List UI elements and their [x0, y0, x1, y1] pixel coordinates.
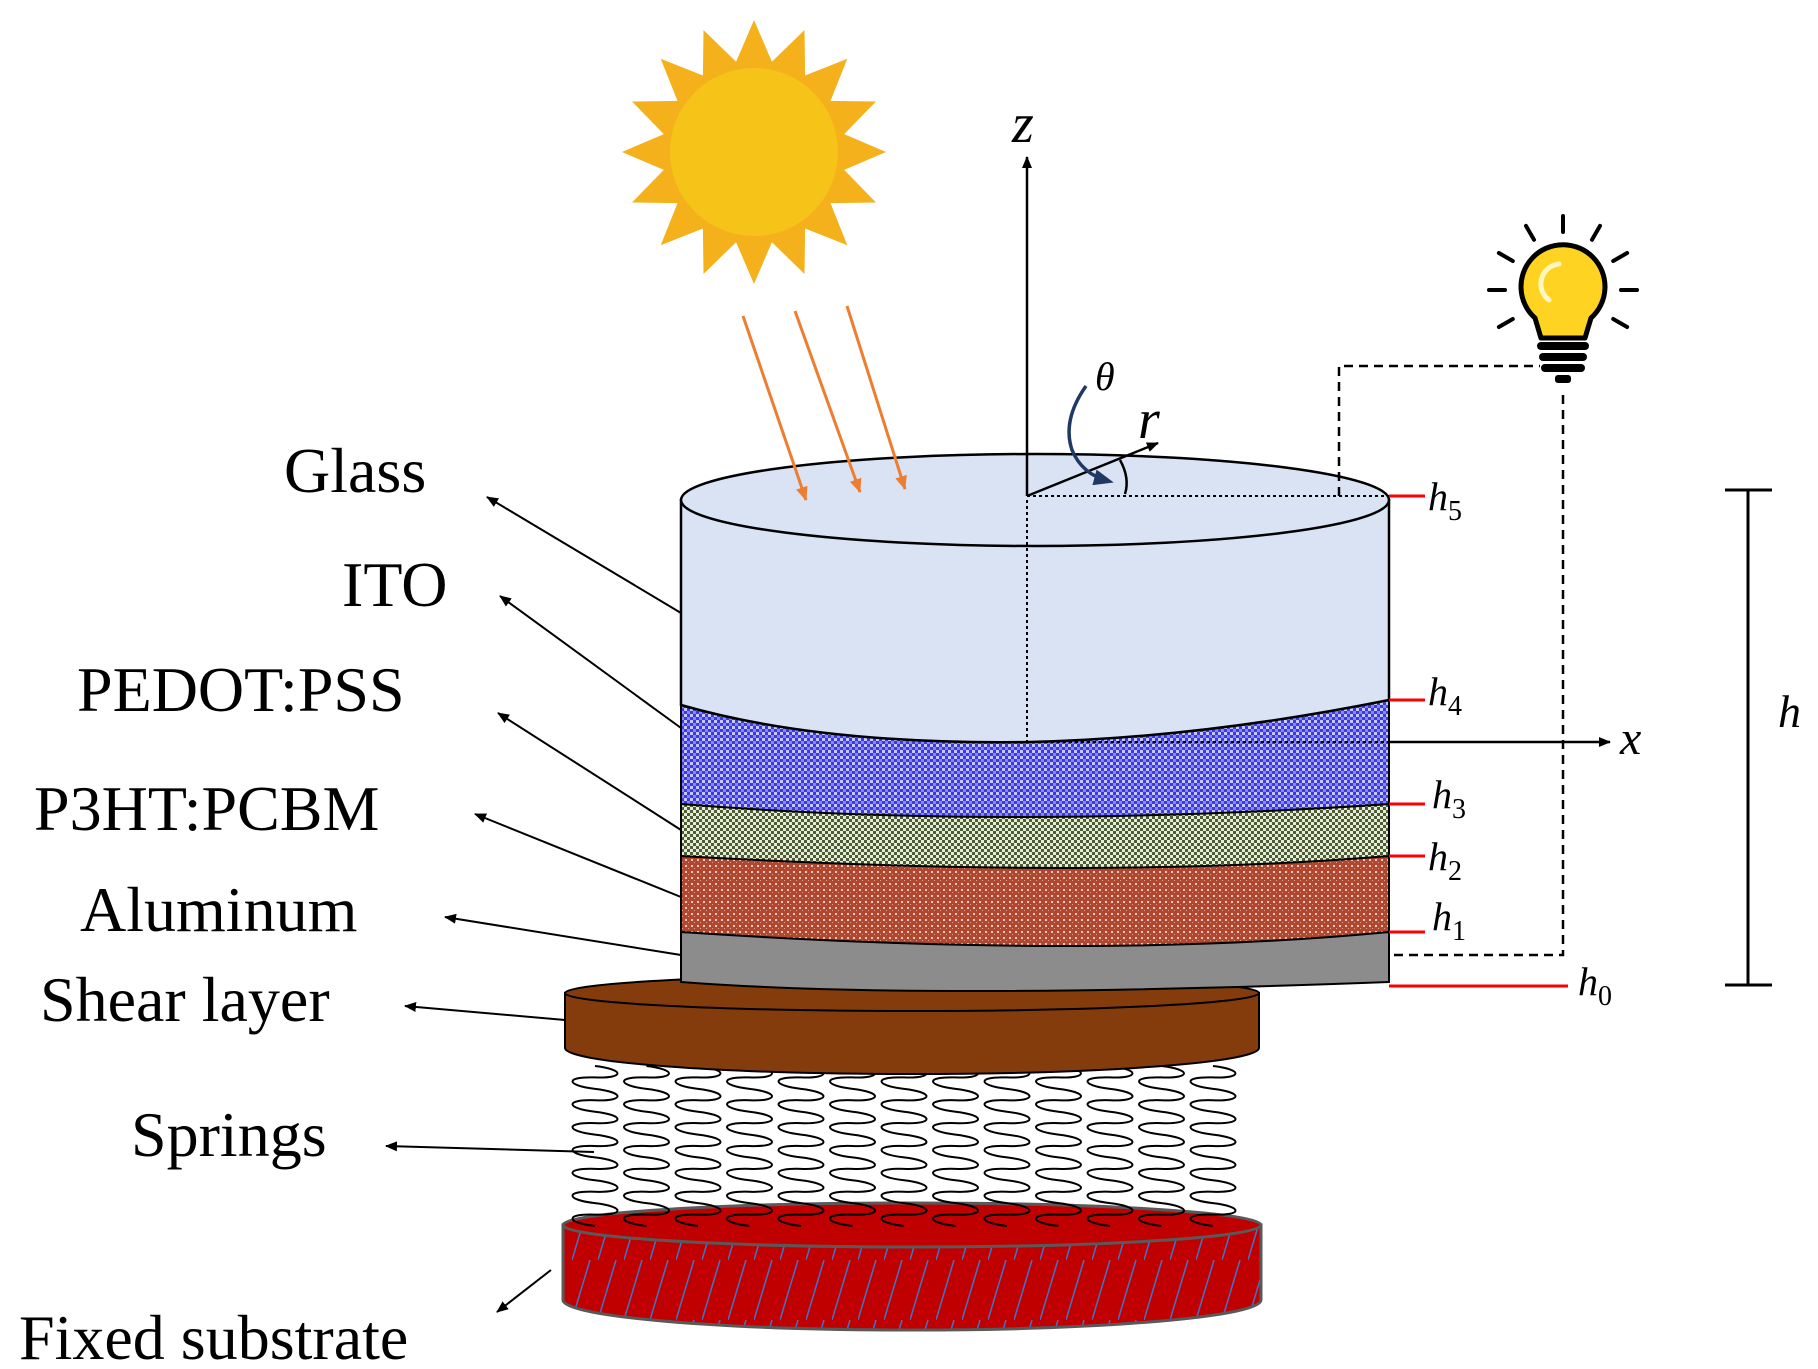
spring: [571, 1065, 619, 1227]
bulb-ray: [1611, 251, 1630, 263]
light-arrows: [741, 305, 907, 501]
spring: [777, 1065, 825, 1227]
sun-icon: [622, 20, 886, 284]
springs: [571, 1065, 1237, 1227]
label-glass: Glass: [284, 435, 426, 506]
bulb-ray: [1496, 317, 1515, 329]
height-label-h2: h2: [1428, 834, 1462, 887]
total-height-bracket: [1725, 488, 1772, 987]
theta-arc: [1118, 459, 1128, 495]
spring: [674, 1065, 722, 1227]
spring: [880, 1065, 928, 1227]
label-aluminum: Aluminum: [80, 874, 357, 945]
external-circuit: [1337, 364, 1565, 957]
label-shear-layer: Shear layer: [40, 964, 330, 1035]
spring: [932, 1065, 979, 1227]
axis-label-theta: θ: [1095, 354, 1115, 399]
label-springs: Springs: [131, 1099, 327, 1170]
spring: [983, 1065, 1031, 1227]
spring: [726, 1065, 773, 1227]
label-fixed-substrate: Fixed substrate: [19, 1302, 408, 1369]
height-label-h0: h0: [1578, 959, 1612, 1012]
spring: [1189, 1065, 1237, 1227]
height-label-h1: h1: [1432, 894, 1466, 947]
height-label-h4: h4: [1428, 669, 1462, 722]
label-p3ht-pcbm: P3HT:PCBM: [34, 773, 379, 844]
total-height-label: h: [1778, 686, 1801, 737]
spring: [1035, 1065, 1082, 1227]
glass-layer: [679, 452, 1391, 744]
height-label-h5: h5: [1428, 474, 1462, 527]
spring: [829, 1065, 876, 1227]
bulb-ray: [1611, 317, 1630, 329]
label-pedot-pss: PEDOT:PSS: [77, 654, 405, 725]
leader-arrows: [385, 496, 682, 1313]
bulb-ray: [1590, 223, 1602, 242]
spring: [1086, 1065, 1134, 1227]
theta-arrow: [1067, 384, 1114, 486]
axis-label-z: z: [1011, 93, 1034, 155]
bulb-ray: [1496, 251, 1515, 263]
spring: [1138, 1065, 1185, 1227]
fixed-substrate: [561, 1201, 1263, 1332]
r-vector: [1026, 441, 1159, 498]
light-bulb-icon: [1487, 214, 1639, 383]
spring: [623, 1065, 670, 1227]
axis-label-r: r: [1138, 389, 1160, 451]
height-label-h3: h3: [1432, 772, 1466, 825]
height-markers: [1389, 494, 1568, 988]
coordinate-axes: [1022, 156, 1611, 747]
axis-label-x: x: [1619, 712, 1641, 765]
label-ito: ITO: [342, 549, 447, 620]
bulb-ray: [1524, 223, 1536, 242]
p3ht-pcbm-layer: [680, 854, 1390, 947]
